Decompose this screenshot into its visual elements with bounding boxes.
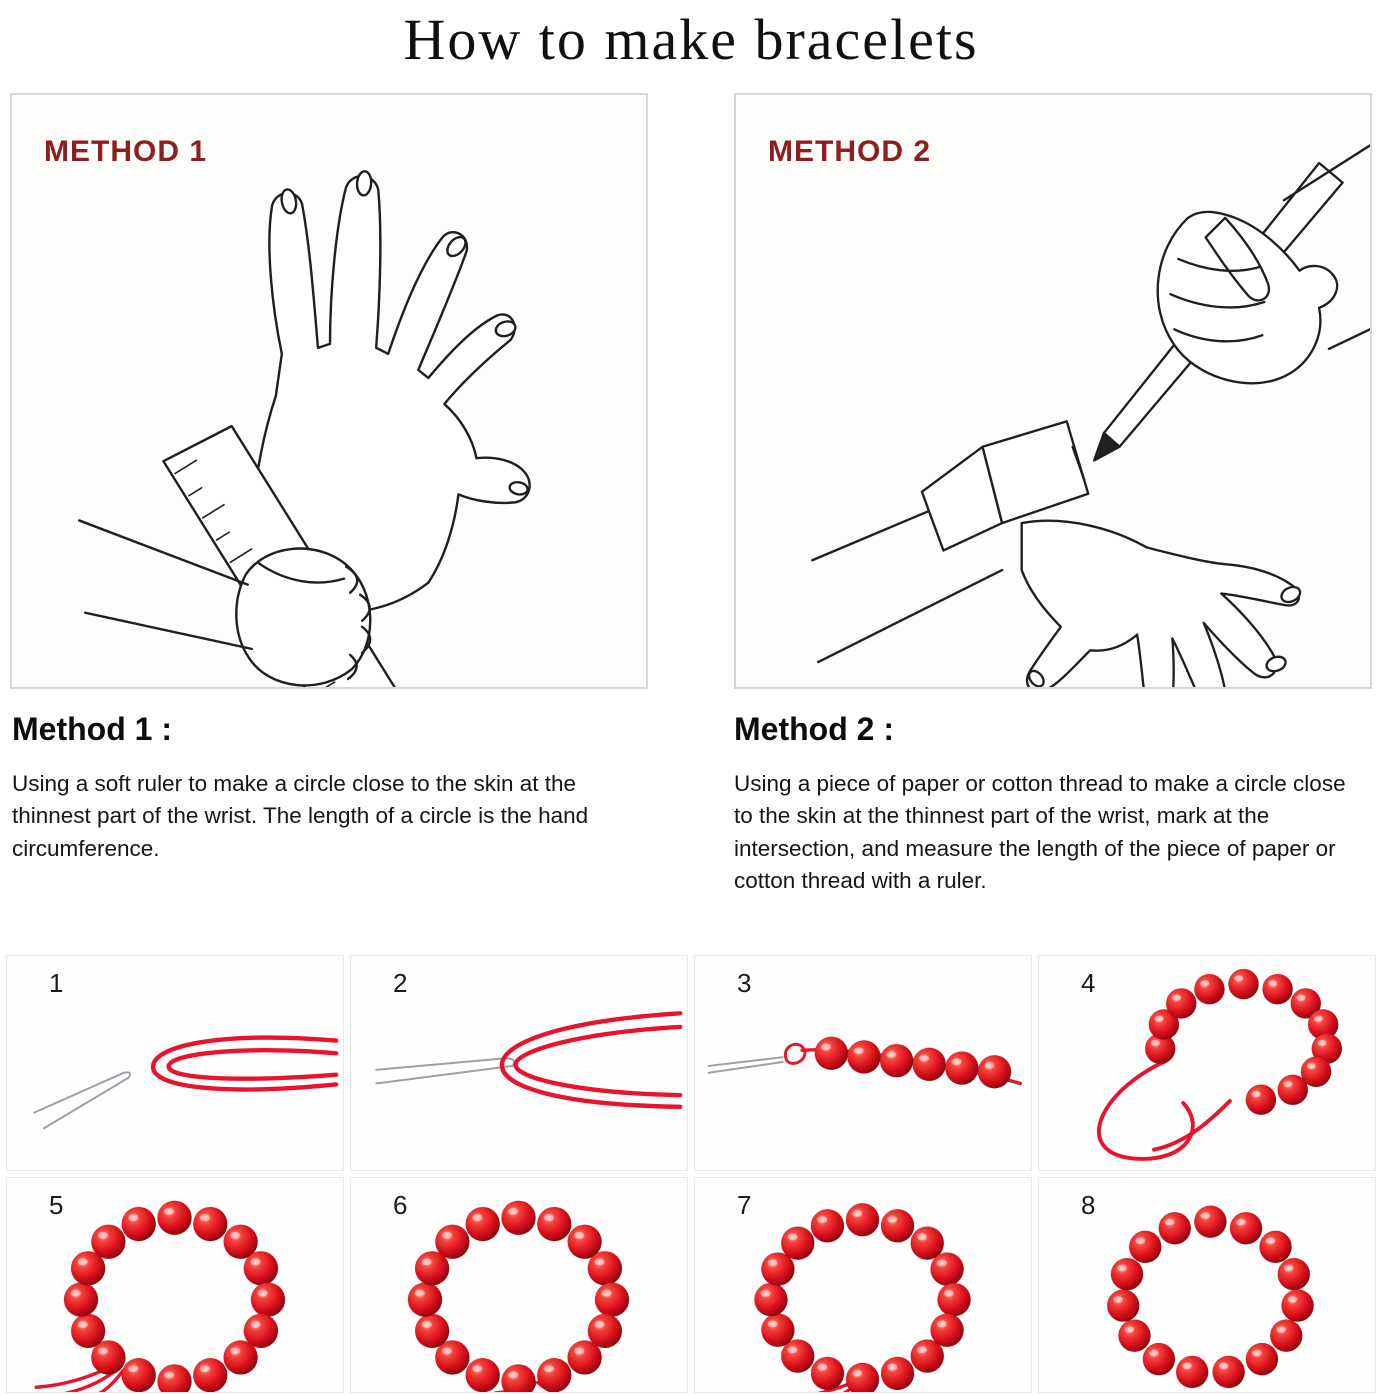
step-panel-8: 8 (1038, 1177, 1376, 1393)
fist-knuckle (358, 593, 371, 622)
red-cord (1097, 1059, 1195, 1161)
red-cord (150, 1035, 339, 1092)
bead-strand (814, 1036, 1012, 1089)
step6-illustration (407, 1200, 630, 1392)
bead-ring (63, 1200, 286, 1392)
fingernail (280, 188, 298, 215)
writing-arm-line (1327, 328, 1370, 351)
fist-outline (235, 547, 372, 687)
step-panel-1: 1 (6, 955, 344, 1171)
red-cord (166, 1048, 339, 1081)
step-number: 1 (49, 968, 64, 998)
method2-panel: METHOD 2 (734, 93, 1372, 689)
forearm-line (83, 611, 253, 651)
finger-wrap-line (1173, 328, 1264, 343)
step-number: 5 (49, 1190, 64, 1220)
method2-hand-pen-illustration (811, 144, 1370, 687)
step-number: 3 (737, 968, 752, 998)
bead-ring (1106, 1205, 1314, 1389)
red-cord (783, 1042, 807, 1065)
method2-label: METHOD 2 (768, 135, 932, 168)
method1-description: Using a soft ruler to make a circle clos… (12, 771, 589, 861)
method-descriptions-row: Method 1 : Using a soft ruler to make a … (0, 705, 1382, 898)
bead-ring (754, 1202, 971, 1392)
paper-strip (981, 420, 1090, 525)
method2-heading: Method 2 : (734, 711, 894, 747)
wire-needle (707, 1056, 784, 1074)
step-number: 6 (393, 1190, 408, 1220)
step-panel-3: 3 (694, 955, 1032, 1171)
fist-knuckle (346, 653, 358, 681)
forearm-line (77, 519, 249, 586)
fingernail (1280, 585, 1302, 604)
step8-illustration (1106, 1205, 1314, 1389)
red-cord (98, 1369, 125, 1392)
step7-illustration (754, 1202, 971, 1392)
page-title: How to make bracelets (403, 7, 979, 72)
red-cord (1151, 1099, 1232, 1152)
hand-outline (1020, 519, 1300, 687)
forearm-line (817, 568, 1004, 664)
wire-needle (33, 1071, 131, 1130)
finger-wrap-line (1169, 292, 1266, 309)
fingernail (355, 170, 373, 197)
writing-hand-thumb (1204, 216, 1271, 302)
step-number: 2 (393, 968, 408, 998)
method1-label: METHOD 1 (44, 135, 208, 168)
fingernail (1265, 655, 1287, 673)
method1-description-block: Method 1 : Using a soft ruler to make a … (12, 705, 648, 898)
red-cord (499, 1011, 683, 1110)
method-illustration-row: METHOD 1 (0, 93, 1382, 689)
method1-panel: METHOD 1 (10, 93, 648, 689)
fingernail (446, 235, 467, 258)
pen-mark (1071, 445, 1086, 482)
wire-needle (375, 1057, 516, 1085)
step4-illustration (1097, 968, 1343, 1161)
step-panel-5: 5 (6, 1177, 344, 1393)
method2-description: Using a piece of paper or cotton thread … (734, 771, 1346, 894)
pen-tip (1092, 431, 1121, 462)
step-panel-7: 7 (694, 1177, 1032, 1393)
fist-knuckle (344, 565, 359, 594)
method1-heading: Method 1 : (12, 711, 172, 747)
step-number: 7 (737, 1190, 752, 1220)
fist-thumb-line (256, 561, 346, 584)
fist-knuckle (360, 625, 372, 655)
step1-illustration (33, 1035, 339, 1130)
finger-wrap-line (1177, 257, 1262, 272)
step-number: 8 (1081, 1190, 1096, 1220)
steps-grid: 1 2 3 4 5 6 7 8 (6, 955, 1376, 1393)
hand-outline (250, 175, 531, 613)
red-cord (513, 1024, 683, 1098)
bead-ring (407, 1200, 630, 1392)
fingernail (508, 480, 529, 496)
writing-arm-line (1282, 144, 1370, 202)
step-panel-2: 2 (350, 955, 688, 1171)
step-panel-4: 4 (1038, 955, 1376, 1171)
fingernail (1027, 669, 1045, 687)
fingernail (494, 320, 517, 338)
method2-description-block: Method 2 : Using a piece of paper or cot… (734, 705, 1370, 898)
step3-illustration (707, 1036, 1022, 1089)
step-number: 4 (1081, 968, 1096, 998)
step2-illustration (375, 1011, 683, 1110)
step-panel-6: 6 (350, 1177, 688, 1393)
bead-ring (1144, 968, 1343, 1116)
method1-hand-ruler-illustration (77, 170, 531, 687)
step5-illustration (34, 1200, 286, 1392)
writing-hand-outline (1156, 210, 1339, 385)
